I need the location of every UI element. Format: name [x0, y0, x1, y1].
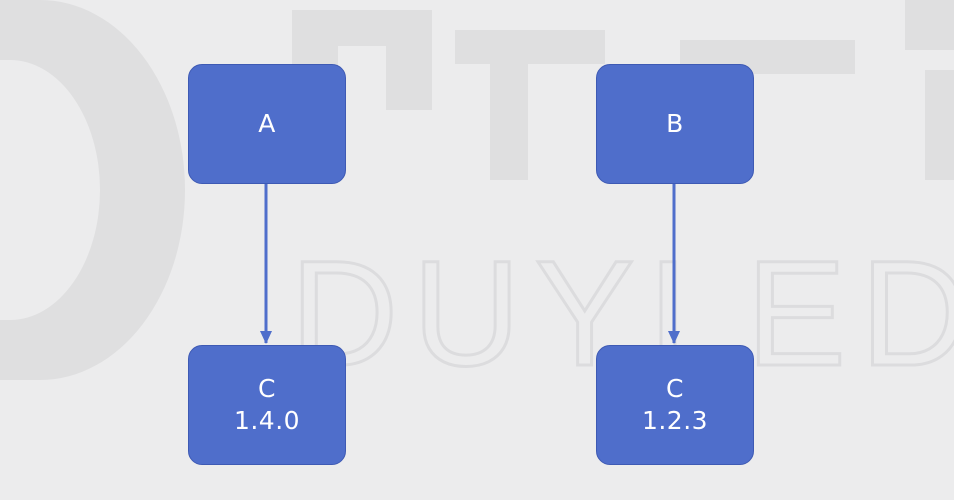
node-c-1-2-3: C 1.2.3	[596, 345, 754, 465]
arrowhead-icon	[260, 331, 272, 344]
node-label: B	[666, 109, 684, 138]
arrowhead-icon	[668, 331, 680, 344]
node-a: A	[188, 64, 346, 184]
node-label: A	[258, 109, 276, 138]
edge-a-to-c	[260, 184, 272, 344]
node-version: 1.2.3	[641, 406, 709, 435]
node-label: C	[258, 374, 276, 403]
node-version: 1.4.0	[233, 406, 301, 435]
node-c-1-4-0: C 1.4.0	[188, 345, 346, 465]
node-label: C	[666, 374, 684, 403]
edge-b-to-c	[668, 184, 680, 344]
node-b: B	[596, 64, 754, 184]
